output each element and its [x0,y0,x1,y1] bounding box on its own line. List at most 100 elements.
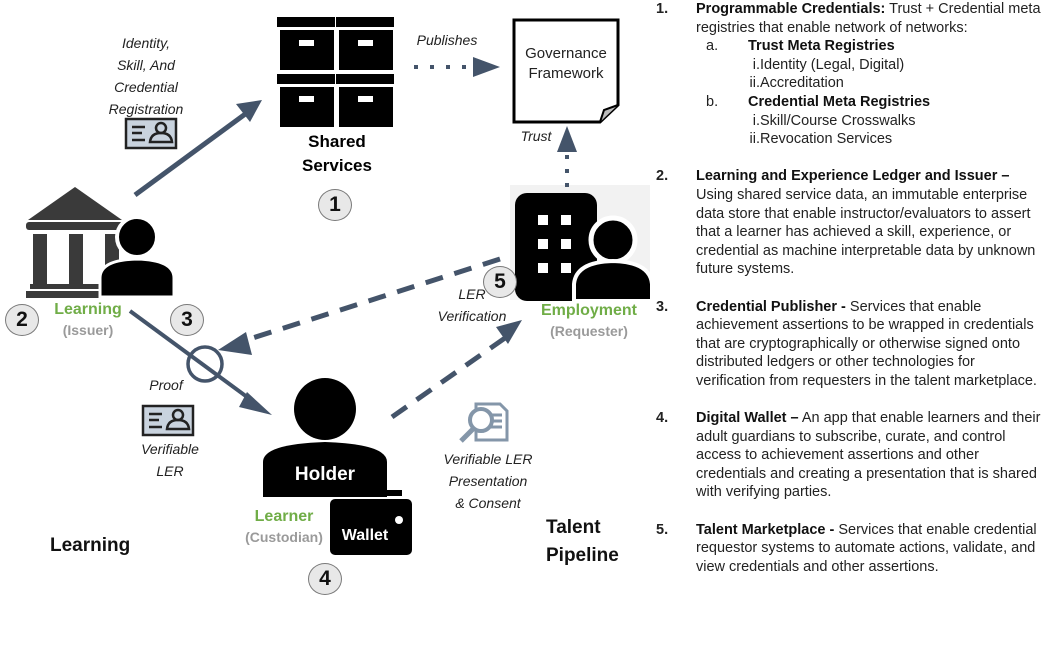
diagram: Identity, Skill, And Credential Registra… [5,17,650,595]
sub-sub-item: ii.Accreditation [656,74,1041,93]
sub-sub-item: ii.Revocation Services [656,130,1041,149]
item-title: Digital Wallet – [696,410,799,427]
item-text: Services that enable achievement asserti… [696,298,1037,389]
search-document-icon [459,402,509,443]
publishes-label: Publishes [416,32,478,48]
ler-verification-line: LER [458,286,486,302]
sub-letter: b. [706,93,719,110]
sub-sub-text: Skill/Course Crosswalks [760,112,916,129]
governance-framework-label: Governance Framework [516,44,616,84]
item-number: 3. [656,298,669,315]
item-number: 1. [656,1,669,17]
talent-line: Talent [546,517,601,538]
governance-line: Framework [528,65,604,82]
wallet-icon [328,490,414,557]
registration-label-line: Registration [108,101,184,117]
presentation-arrowhead [496,320,522,344]
presentation-line: Verifiable LER [443,451,533,467]
item-text: An app that enable learners and their ad… [696,410,1041,501]
issue-arrow [128,309,260,407]
description-item-2: 2. Learning and Experience Ledger and Is… [656,167,1041,279]
section-talent-pipeline-label: Talent Pipeline [546,514,619,570]
item-title: Talent Marketplace - [696,521,835,538]
issuer-name: Learning [54,301,122,318]
badge-3: 3 [170,304,204,336]
ler-verification-label: LER Verification [430,283,514,327]
id-card-icon-2 [141,404,195,437]
governance-line: Governance [525,45,607,62]
item-title: Credential Publisher - [696,298,846,315]
badge-4: 4 [308,563,342,595]
holder-person-icon [263,378,387,497]
verifiable-ler-label: Verifiable LER [126,438,214,482]
talent-line: Pipeline [546,545,619,566]
description-item-3: 3. Credential Publisher - Services that … [656,298,1041,391]
trust-arrowhead [557,126,577,152]
learner-role: (Custodian) [245,529,323,545]
sub-sub-item: i.Identity (Legal, Digital) [656,56,1041,75]
person-icon [98,215,176,299]
sub-item-a: a. Trust Meta Registries [656,37,1041,56]
employment-label: Employment (Requester) [530,300,648,342]
sub-sub-text: Identity (Legal, Digital) [760,56,905,73]
server-boxes-icon [277,17,394,127]
registration-arrowhead [236,100,262,122]
publishes-arrowhead [473,57,500,77]
issuer-label: Learning (Issuer) [40,299,136,341]
shared-services-line: Services [302,156,372,175]
item-text: Services that enable credential requesto… [696,521,1037,575]
presentation-line: Presentation [448,473,528,489]
learner-label: Learner (Custodian) [236,506,332,548]
item-title: Learning and Experience Ledger and Issue… [696,168,1010,185]
shared-services-line: Shared [308,132,366,151]
item-number: 2. [656,168,669,185]
presentation-label: Verifiable LER Presentation & Consent [432,448,544,514]
verifiable-ler-line: LER [156,463,184,479]
description-list: 1. Programmable Credentials: Trust + Cre… [656,0,1041,595]
description-item-1: 1. Programmable Credentials: Trust + Cre… [656,0,1041,149]
employment-name: Employment [540,302,637,319]
sub-title: Credential Meta Registries [748,93,931,110]
id-card-icon [124,117,178,150]
badge-5: 5 [483,266,517,298]
registration-label-line: Credential [114,79,178,95]
description-item-4: 4. Digital Wallet – An app that enable l… [656,409,1041,502]
proof-label: Proof [149,377,183,393]
employment-person-icon [572,215,650,303]
registration-label: Identity, Skill, And Credential Registra… [94,32,198,120]
sub-sub-num: i. [752,112,760,129]
registration-label-line: Skill, And [117,57,175,73]
diagram-canvas [26,17,650,557]
badge-1: 1 [318,189,352,221]
learner-name: Learner [254,508,314,525]
shared-services-label: Shared Services [287,130,387,178]
sub-sub-num: ii. [749,131,760,148]
wallet-label: Wallet [341,527,389,544]
section-learning-label: Learning [50,535,131,556]
sub-letter: a. [706,38,719,55]
sub-sub-text: Accreditation [760,75,844,92]
item-number: 5. [656,521,669,538]
item-text: Trust + Credential meta registries that … [696,1,1041,36]
sub-sub-num: i. [752,56,760,73]
item-number: 4. [656,410,669,427]
holder-label: Holder [294,464,356,485]
presentation-arrow [390,335,507,420]
item-title: Programmable Credentials: [696,1,886,17]
description-item-5: 5. Talent Marketplace - Services that en… [656,521,1041,577]
sub-sub-item: i.Skill/Course Crosswalks [656,112,1041,131]
badge-2: 2 [5,304,39,336]
trust-label: Trust [520,128,552,144]
proof-crossing-circle [186,345,224,383]
document-icon [512,18,620,124]
presentation-line: & Consent [455,495,521,511]
employment-role: (Requester) [550,323,628,339]
sub-title: Trust Meta Registries [748,38,895,55]
sub-sub-text: Revocation Services [760,131,893,148]
ler-verification-line: Verification [437,308,507,324]
issuer-role: (Issuer) [62,322,114,338]
ler-verification-arrow [239,256,501,345]
sub-sub-num: ii. [749,75,760,92]
registration-arrow [133,109,250,198]
item-text: Using shared service data, an immutable … [696,186,1036,278]
